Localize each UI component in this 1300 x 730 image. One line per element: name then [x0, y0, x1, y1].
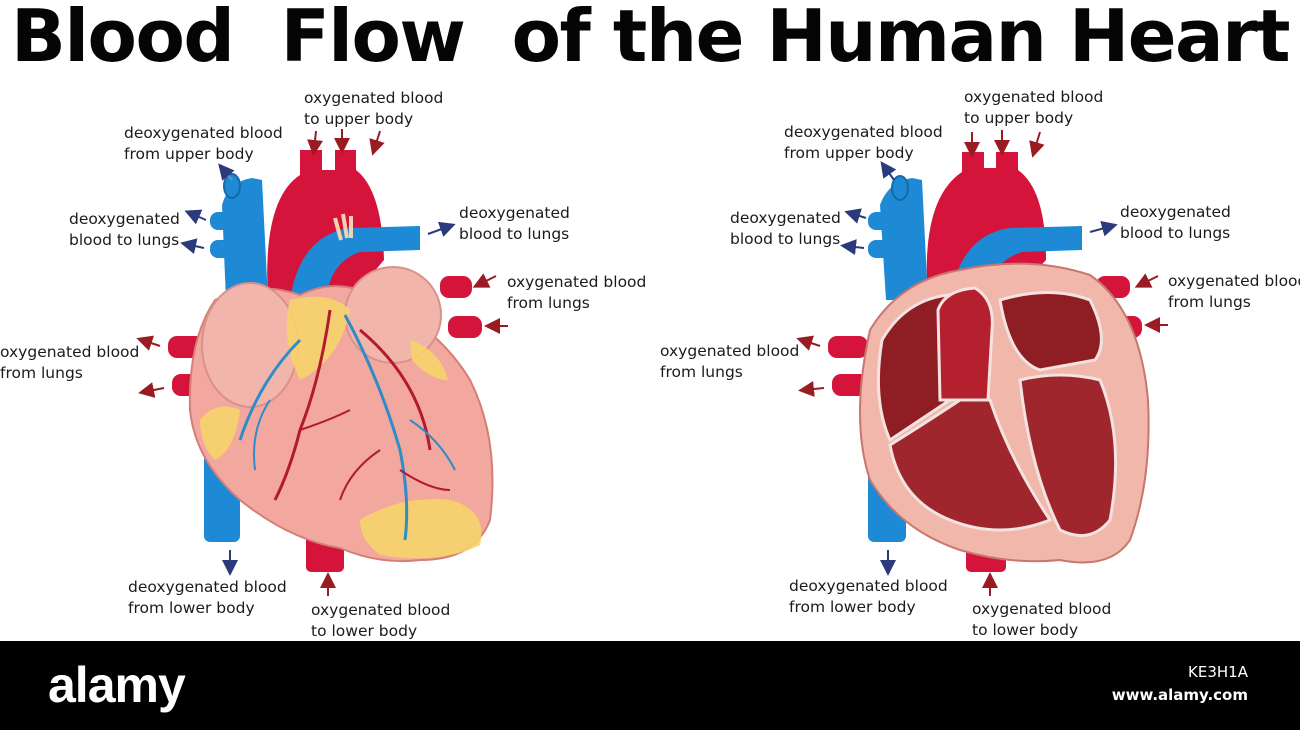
- external-flow-arrows: [136, 129, 508, 596]
- label-line: oxygenated blood: [507, 273, 647, 291]
- label-line: from lungs: [0, 364, 83, 382]
- label-left-upper-out: oxygenated blood to upper body: [304, 88, 443, 130]
- label-line: deoxygenated: [459, 204, 570, 222]
- label-right-upper-out: oxygenated blood to upper body: [964, 87, 1103, 129]
- label-left-to-lungs-left: deoxygenated blood to lungs: [69, 209, 180, 251]
- left-atrium-chamber: [998, 291, 1103, 372]
- watermark-site: www.alamy.com: [1111, 686, 1248, 704]
- label-line: deoxygenated blood: [784, 123, 943, 141]
- page-title: Blood Flow of the Human Heart: [10, 0, 1291, 78]
- right-atrium-chamber: [876, 293, 952, 443]
- label-line: deoxygenated blood: [128, 578, 287, 596]
- label-line: oxygenated blood: [1168, 272, 1300, 290]
- label-line: blood to lungs: [459, 225, 570, 243]
- label-line: blood to lungs: [69, 231, 180, 249]
- right-ventricle-chamber: [888, 398, 1053, 532]
- label-left-upper-in: deoxygenated blood from upper body: [124, 123, 283, 165]
- heart-illustrations: [136, 129, 1168, 596]
- external-heart: [168, 150, 494, 572]
- label-line: oxygenated blood: [972, 600, 1112, 618]
- cross-section-flow-arrows: [796, 130, 1168, 596]
- label-right-lower-in: deoxygenated blood from lower body: [789, 576, 948, 618]
- label-right-to-lungs-right: deoxygenated blood to lungs: [1120, 202, 1231, 244]
- label-line: deoxygenated: [730, 209, 841, 227]
- label-line: from lungs: [507, 294, 590, 312]
- label-line: deoxygenated: [69, 210, 180, 228]
- right-atrium: [201, 282, 299, 408]
- label-right-from-lungs-left: oxygenated blood from lungs: [660, 341, 799, 383]
- label-line: to upper body: [964, 109, 1074, 127]
- label-line: blood to lungs: [1120, 224, 1231, 242]
- label-left-from-lungs-right: oxygenated blood from lungs: [507, 272, 646, 314]
- watermark-bar: [0, 641, 1300, 730]
- label-right-lower-out: oxygenated blood to lower body: [972, 599, 1111, 641]
- label-line: blood to lungs: [730, 230, 841, 248]
- image-id: KE3H1A: [1188, 663, 1248, 681]
- label-line: from lower body: [789, 598, 916, 616]
- superior-vena-cava: [222, 178, 268, 300]
- label-line: oxygenated blood: [304, 89, 444, 107]
- label-left-lower-out: oxygenated blood to lower body: [311, 600, 450, 642]
- left-ventricle-chamber: [1018, 373, 1118, 538]
- label-line: deoxygenated blood: [124, 124, 283, 142]
- label-left-to-lungs-right: deoxygenated blood to lungs: [459, 203, 570, 245]
- label-line: from upper body: [784, 144, 914, 162]
- cross-section-heart: [828, 152, 1150, 572]
- label-left-lower-in: deoxygenated blood from lower body: [128, 577, 287, 619]
- label-line: from lungs: [660, 363, 743, 381]
- label-line: to lower body: [972, 621, 1079, 639]
- label-line: deoxygenated blood: [789, 577, 948, 595]
- label-line: to lower body: [311, 622, 418, 640]
- label-right-from-lungs-right: oxygenated blood from lungs: [1168, 271, 1300, 313]
- superior-vena-cava: [880, 178, 928, 300]
- label-line: to upper body: [304, 110, 414, 128]
- label-left-from-lungs-left: oxygenated blood from lungs: [0, 342, 139, 384]
- watermark-logo: alamy: [48, 657, 186, 713]
- label-right-to-lungs-left: deoxygenated blood to lungs: [730, 208, 841, 250]
- label-line: oxygenated blood: [0, 343, 140, 361]
- aortic-arch: [267, 150, 384, 300]
- label-line: oxygenated blood: [660, 342, 800, 360]
- label-line: deoxygenated: [1120, 203, 1231, 221]
- label-line: oxygenated blood: [311, 601, 451, 619]
- label-line: from lower body: [128, 599, 255, 617]
- label-right-upper-in: deoxygenated blood from upper body: [784, 122, 943, 164]
- label-line: from lungs: [1168, 293, 1251, 311]
- aorta-inner: [936, 286, 994, 402]
- label-line: oxygenated blood: [964, 88, 1104, 106]
- pulmonary-artery: [290, 226, 420, 300]
- label-line: from upper body: [124, 145, 254, 163]
